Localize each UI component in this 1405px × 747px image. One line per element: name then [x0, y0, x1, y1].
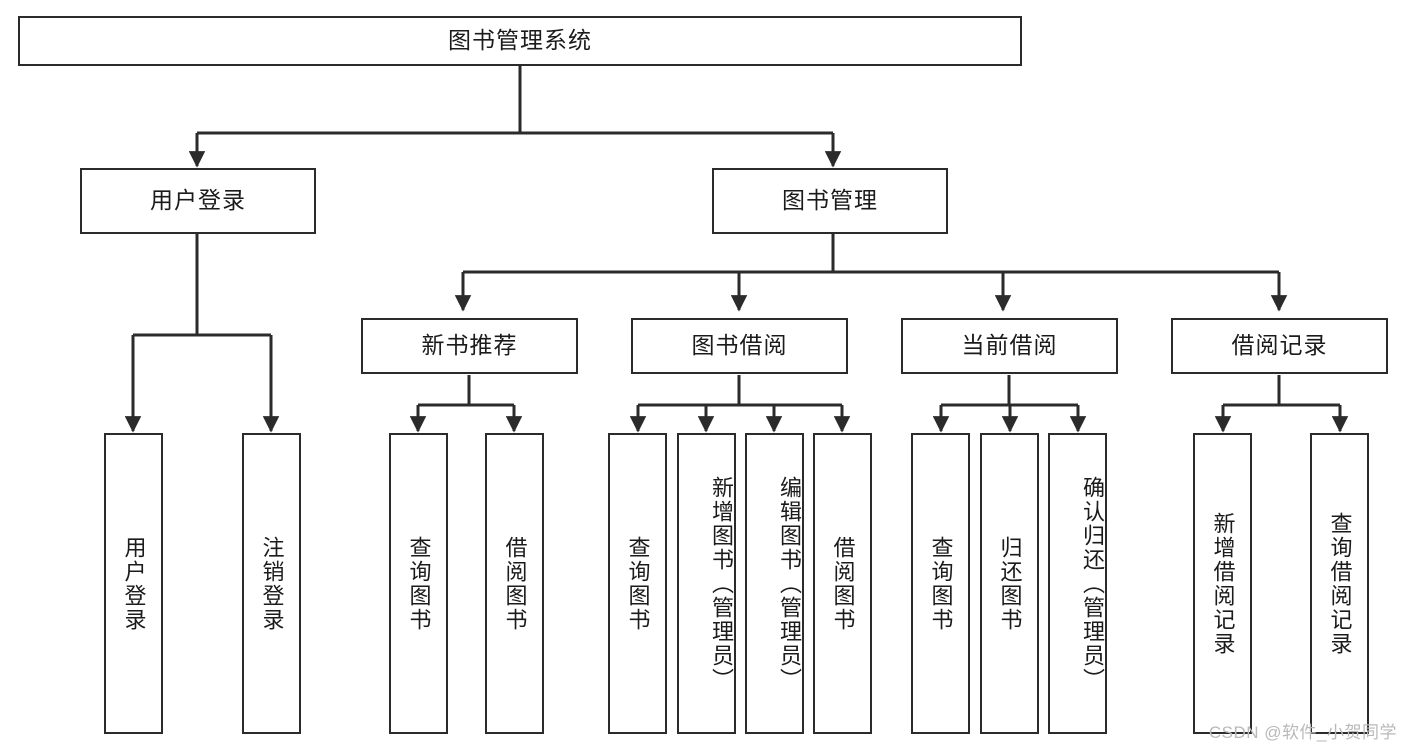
node-leaf-add-book-admin[interactable]: 新增图书（管理员）	[677, 433, 736, 734]
node-leaf-add-borrow-record[interactable]: 新增借阅记录	[1193, 433, 1252, 734]
node-leaf-user-login[interactable]: 用户登录	[104, 433, 163, 734]
node-leaf-return-book-label: 归还图书	[997, 535, 1023, 632]
node-leaf-borrow-book-recommend-label: 借阅图书	[502, 535, 528, 632]
node-book-management-label: 图书管理	[782, 187, 878, 214]
node-leaf-borrow-book-label: 借阅图书	[830, 535, 856, 632]
node-root-label: 图书管理系统	[448, 27, 592, 54]
node-leaf-add-borrow-record-label: 新增借阅记录	[1210, 511, 1236, 656]
node-book-borrow-label: 图书借阅	[691, 332, 788, 359]
node-leaf-query-book-current[interactable]: 查询图书	[911, 433, 970, 734]
node-leaf-logout[interactable]: 注销登录	[242, 433, 301, 734]
node-leaf-query-book-recommend-label: 查询图书	[406, 535, 432, 632]
node-leaf-query-book-borrow-label: 查询图书	[625, 535, 651, 632]
node-leaf-query-borrow-record-label: 查询借阅记录	[1327, 511, 1353, 656]
node-leaf-user-login-label: 用户登录	[121, 535, 147, 632]
node-book-borrow[interactable]: 图书借阅	[631, 318, 848, 374]
watermark-text: CSDN @软件_小贺同学	[1208, 723, 1397, 742]
node-leaf-confirm-return-admin[interactable]: 确认归还（管理员）	[1048, 433, 1107, 734]
node-leaf-add-book-admin-label: 新增图书（管理员）	[709, 475, 734, 692]
node-book-management[interactable]: 图书管理	[712, 168, 948, 234]
node-root-book-management-system[interactable]: 图书管理系统	[18, 16, 1022, 66]
node-current-borrow[interactable]: 当前借阅	[901, 318, 1118, 374]
node-new-book-recommend[interactable]: 新书推荐	[361, 318, 578, 374]
node-leaf-edit-book-admin-label: 编辑图书（管理员）	[777, 475, 802, 692]
node-leaf-query-borrow-record[interactable]: 查询借阅记录	[1310, 433, 1369, 734]
node-borrow-record-label: 借阅记录	[1231, 332, 1328, 359]
node-leaf-query-book-current-label: 查询图书	[928, 535, 954, 632]
node-leaf-confirm-return-admin-label: 确认归还（管理员）	[1080, 475, 1105, 692]
node-leaf-edit-book-admin[interactable]: 编辑图书（管理员）	[745, 433, 804, 734]
node-current-borrow-label: 当前借阅	[961, 332, 1058, 359]
node-user-login[interactable]: 用户登录	[80, 168, 316, 234]
node-leaf-return-book[interactable]: 归还图书	[980, 433, 1039, 734]
node-new-book-recommend-label: 新书推荐	[421, 332, 518, 359]
node-leaf-borrow-book-recommend[interactable]: 借阅图书	[485, 433, 544, 734]
node-leaf-logout-label: 注销登录	[259, 535, 285, 632]
node-borrow-record[interactable]: 借阅记录	[1171, 318, 1388, 374]
node-leaf-query-book-borrow[interactable]: 查询图书	[608, 433, 667, 734]
node-user-login-label: 用户登录	[150, 187, 246, 214]
node-leaf-query-book-recommend[interactable]: 查询图书	[389, 433, 448, 734]
node-leaf-borrow-book[interactable]: 借阅图书	[813, 433, 872, 734]
